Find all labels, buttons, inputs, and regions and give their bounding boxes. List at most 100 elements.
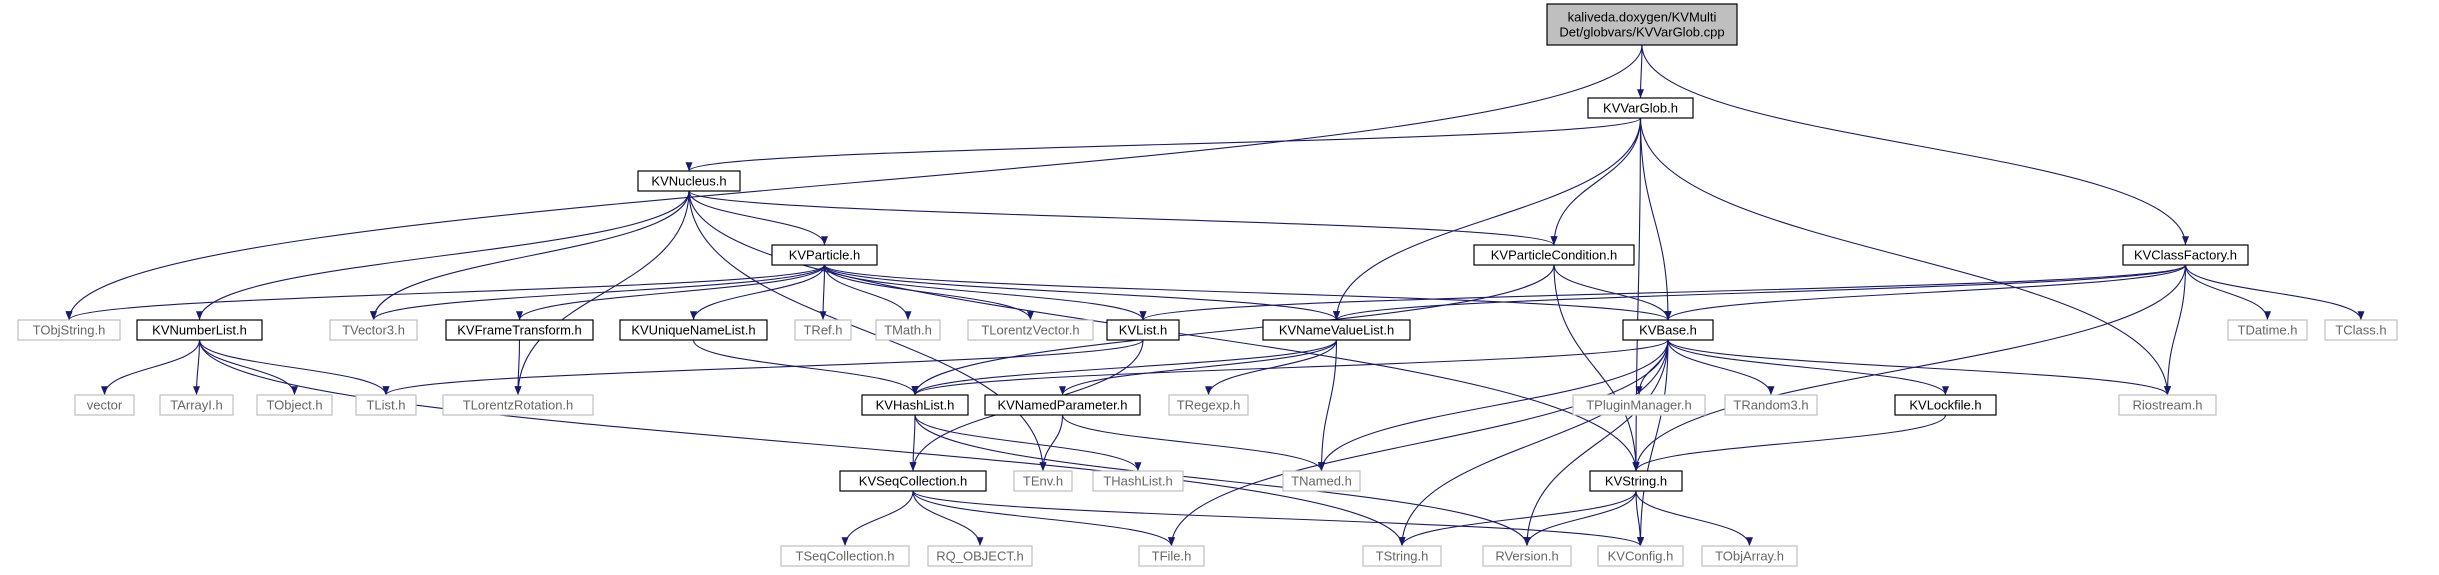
node-box-tlist [355,394,417,416]
node-label-tlorentzvector: TLorentzVector.h [981,323,1079,338]
node-box-thashlist [1092,470,1184,492]
node-box-root [1546,3,1738,46]
node-label-kvframetransform: KVFrameTransform.h [457,323,582,338]
node-tclass: TClass.h [2324,319,2398,341]
node-kvclassfactory[interactable]: KVClassFactory.h [2122,244,2249,266]
node-tobjstring: TObjString.h [17,319,121,341]
edge-kvnumberlist-to-vector [101,339,201,396]
node-box-tobject [256,394,333,416]
node-label-kvnumberlist: KVNumberList.h [152,323,247,338]
node-kvnamedparameter[interactable]: KVNamedParameter.h [984,394,1141,416]
node-tnamed: TNamed.h [1282,470,1361,492]
edge-kvparticle-to-kvlist [823,264,1147,321]
edge-kvclassfactory-to-tdatime [2184,264,2271,321]
node-box-rq_object [927,545,1033,567]
node-tseqcollection: TSeqCollection.h [780,545,910,567]
edge-kvnamedparameter-to-tenv [1039,414,1064,472]
node-box-kvlockfile [1894,394,1997,416]
node-box-kvuniquenamelist [619,319,768,341]
node-label-kvparticle: KVParticle.h [789,248,861,263]
node-label-tdatime: TDatime.h [2238,323,2298,338]
node-box-tstring [1362,545,1442,567]
node-label-tarrayi: TArrayI.h [170,398,223,413]
node-kvnamevaluelist[interactable]: KVNameValueList.h [1262,319,1411,341]
node-kvnucleus[interactable]: KVNucleus.h [637,170,741,192]
edge-kvhashlist-to-kvseqcollection [909,414,917,472]
node-tregexp: TRegexp.h [1168,394,1249,416]
edge-kvclassfactory-to-kvlist [1139,264,2187,321]
node-label-tstring: TString.h [1376,549,1429,564]
node-label-tmath: TMath.h [884,323,932,338]
node-kvframetransform[interactable]: KVFrameTransform.h [445,319,594,341]
node-label-tfile: TFile.h [1152,549,1192,564]
node-rversion: RVersion.h [1482,545,1572,567]
node-label-kvhashlist: KVHashList.h [876,398,955,413]
node-kvlockfile[interactable]: KVLockfile.h [1894,394,1997,416]
node-label-tnamed: TNamed.h [1291,474,1352,489]
edge-kvclassfactory-to-tclass [2184,264,2365,321]
edge-kvparticle-to-tvector3 [370,264,826,321]
node-box-tobjarray [1701,545,1798,567]
edge-kvvarglob-to-kvnamevaluelist [1333,117,1642,321]
node-box-kvparticlecondition [1473,244,1635,266]
edge-kvseqcollection-to-kvconfig [912,490,1644,547]
header-nodes: kaliveda.doxygen/KVMultiDet/globvars/KVV… [17,3,2398,567]
node-box-tnamed [1282,470,1361,492]
node-box-tseqcollection [780,545,910,567]
node-tdatime: TDatime.h [2227,319,2308,341]
node-tvector3: TVector3.h [329,319,418,341]
edge-kvstring-to-tstring [1398,490,1637,547]
edge-kvparticlecondition-to-kvbase [1553,264,1672,321]
node-label-kvnamevaluelist: KVNameValueList.h [1279,323,1394,338]
node-label-kvlist: KVList.h [1119,323,1167,338]
edge-kvnamevaluelist-to-tnamed [1317,339,1338,472]
node-label-tlist: TList.h [366,398,405,413]
node-box-tobjstring [17,319,121,341]
node-kvparticle[interactable]: KVParticle.h [771,244,878,266]
node-kvnumberlist[interactable]: KVNumberList.h [136,319,263,341]
node-kvparticlecondition[interactable]: KVParticleCondition.h [1473,244,1635,266]
dependency-edges [65,44,2365,547]
node-kvbase[interactable]: KVBase.h [1622,319,1714,341]
node-tmath: TMath.h [875,319,941,341]
node-box-trandom3 [1724,394,1818,416]
edge-root-to-kvvarglob [1636,44,1645,99]
node-kvvarglob[interactable]: KVVarGlob.h [1587,97,1694,119]
edge-kvbase-to-kvconfig [1636,339,1669,547]
node-tstring: TString.h [1362,545,1442,567]
node-box-tenv [1013,470,1073,492]
edge-kvvarglob-to-kvparticlecondition [1550,117,1642,246]
edge-kvstring-to-rversion [1523,490,1637,547]
node-label-tenv: TEnv.h [1023,474,1063,489]
node-box-tregexp [1168,394,1249,416]
node-box-tvector3 [329,319,418,341]
node-box-kvnumberlist [136,319,263,341]
edge-kvlockfile-to-kvstring [1632,414,1947,472]
node-kvlist[interactable]: KVList.h [1106,319,1180,341]
node-label-tref: TRef.h [803,323,842,338]
node-root[interactable]: kaliveda.doxygen/KVMultiDet/globvars/KVV… [1546,3,1738,46]
node-box-tlorentzrotation [442,394,594,416]
edge-kvclassfactory-to-kvstring [1632,264,2187,472]
node-box-kvconfig [1597,545,1684,567]
node-box-kvbase [1622,319,1714,341]
node-label-tseqcollection: TSeqCollection.h [796,549,895,564]
node-label-rversion: RVersion.h [1495,549,1558,564]
node-box-kvframetransform [445,319,594,341]
node-kvhashlist[interactable]: KVHashList.h [861,394,969,416]
edge-kvbase-to-trandom3 [1667,339,1775,396]
edge-root-to-kvclassfactory [1641,44,2189,246]
edge-kvbase-to-tnamed [1318,339,1669,472]
node-label-tobject: TObject.h [266,398,322,413]
edge-kvnumberlist-to-tobject [198,339,298,396]
edge-kvnumberlist-to-tstring [198,339,1406,547]
edge-kvparticle-to-tobjstring [65,264,826,321]
node-box-vector [74,394,135,416]
node-kvstring[interactable]: KVString.h [1589,470,1683,492]
node-kvseqcollection[interactable]: KVSeqCollection.h [839,470,987,492]
edge-kvparticle-to-kvnamevaluelist [823,264,1340,321]
node-box-kvseqcollection [839,470,987,492]
node-trandom3: TRandom3.h [1724,394,1818,416]
node-box-kvparticle [771,244,878,266]
node-kvuniquenamelist[interactable]: KVUniqueNameList.h [619,319,768,341]
